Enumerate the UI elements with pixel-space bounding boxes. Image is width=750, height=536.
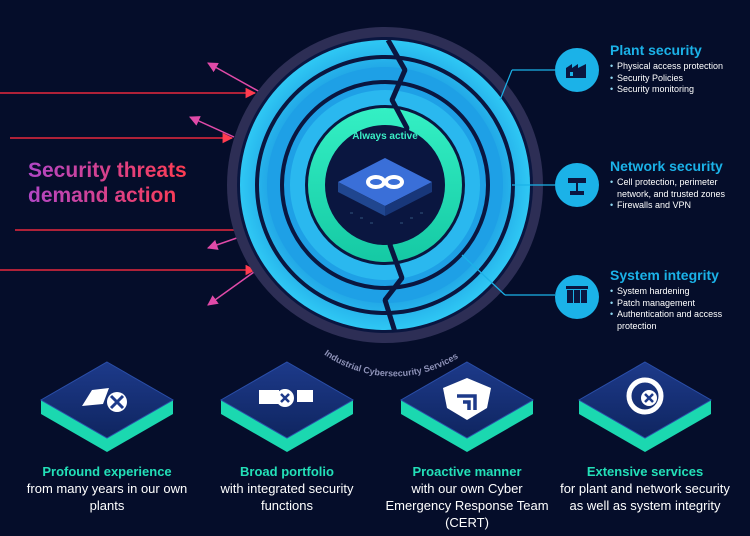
infinity-icon — [366, 175, 404, 189]
feature-caption-portfolio: Broad portfolio with integrated security… — [202, 463, 372, 514]
feature-platform — [39, 361, 175, 452]
factory-icon — [555, 48, 599, 92]
central-chip — [338, 158, 432, 224]
deflected-arrow — [207, 271, 255, 306]
factory-shield-icon — [82, 388, 127, 412]
ring-label: Industrial Cybersecurity Services — [323, 348, 460, 379]
threat-headline-line1: Security threats — [28, 159, 187, 182]
connector-line — [499, 69, 513, 101]
plant-security-title: Plant security — [610, 42, 702, 58]
connector-line — [461, 254, 506, 296]
list-item: Firewalls and VPN — [610, 200, 750, 212]
list-item: Security Policies — [610, 73, 723, 85]
network-security-section: Network security Cell protection, perime… — [610, 158, 750, 212]
portfolio-icon — [259, 389, 313, 407]
network-icon — [555, 163, 599, 207]
feature-text: with our own Cyber Emergency Response Te… — [385, 481, 549, 530]
feature-text: with integrated security functions — [220, 481, 354, 513]
feature-text: for plant and network security as well a… — [560, 481, 730, 513]
feature-text: from many years in our own plants — [26, 481, 188, 513]
deflected-arrow — [189, 116, 235, 138]
feature-title: Profound experience — [42, 464, 172, 479]
feature-title: Proactive manner — [412, 464, 522, 479]
list-item: System hardening — [610, 286, 740, 298]
threat-headline-line2: demand action — [28, 184, 177, 207]
service-headset-icon — [626, 377, 664, 415]
list-item: Authentication and access protection — [610, 309, 740, 332]
server-icon — [555, 275, 599, 319]
feature-title: Broad portfolio — [240, 464, 334, 479]
always-active-label: Always active — [352, 131, 418, 142]
list-item: Physical access protection — [610, 61, 723, 73]
deflected-arrow — [207, 62, 261, 93]
list-item: Security monitoring — [610, 84, 723, 96]
feature-title: Extensive services — [586, 464, 704, 479]
feature-caption-services: Extensive services for plant and network… — [560, 463, 730, 514]
system-integrity-title: System integrity — [610, 267, 719, 283]
feature-caption-experience: Profound experience from many years in o… — [22, 463, 192, 514]
feature-caption-proactive: Proactive manner with our own Cyber Emer… — [382, 463, 552, 531]
feature-platform — [219, 361, 355, 452]
plant-security-section: Plant security Physical access protectio… — [610, 42, 723, 96]
feature-platform — [399, 361, 535, 452]
threat-arrows — [0, 62, 261, 306]
network-security-title: Network security — [610, 158, 723, 174]
system-integrity-section: System integrity System hardening Patch … — [610, 267, 740, 332]
shield-arrow-icon — [443, 378, 491, 420]
list-item: Patch management — [610, 298, 740, 310]
threat-headline: Security threats demand action — [28, 158, 187, 208]
feature-platform — [577, 361, 713, 452]
list-item: Cell protection, perimeter network, and … — [610, 177, 750, 200]
